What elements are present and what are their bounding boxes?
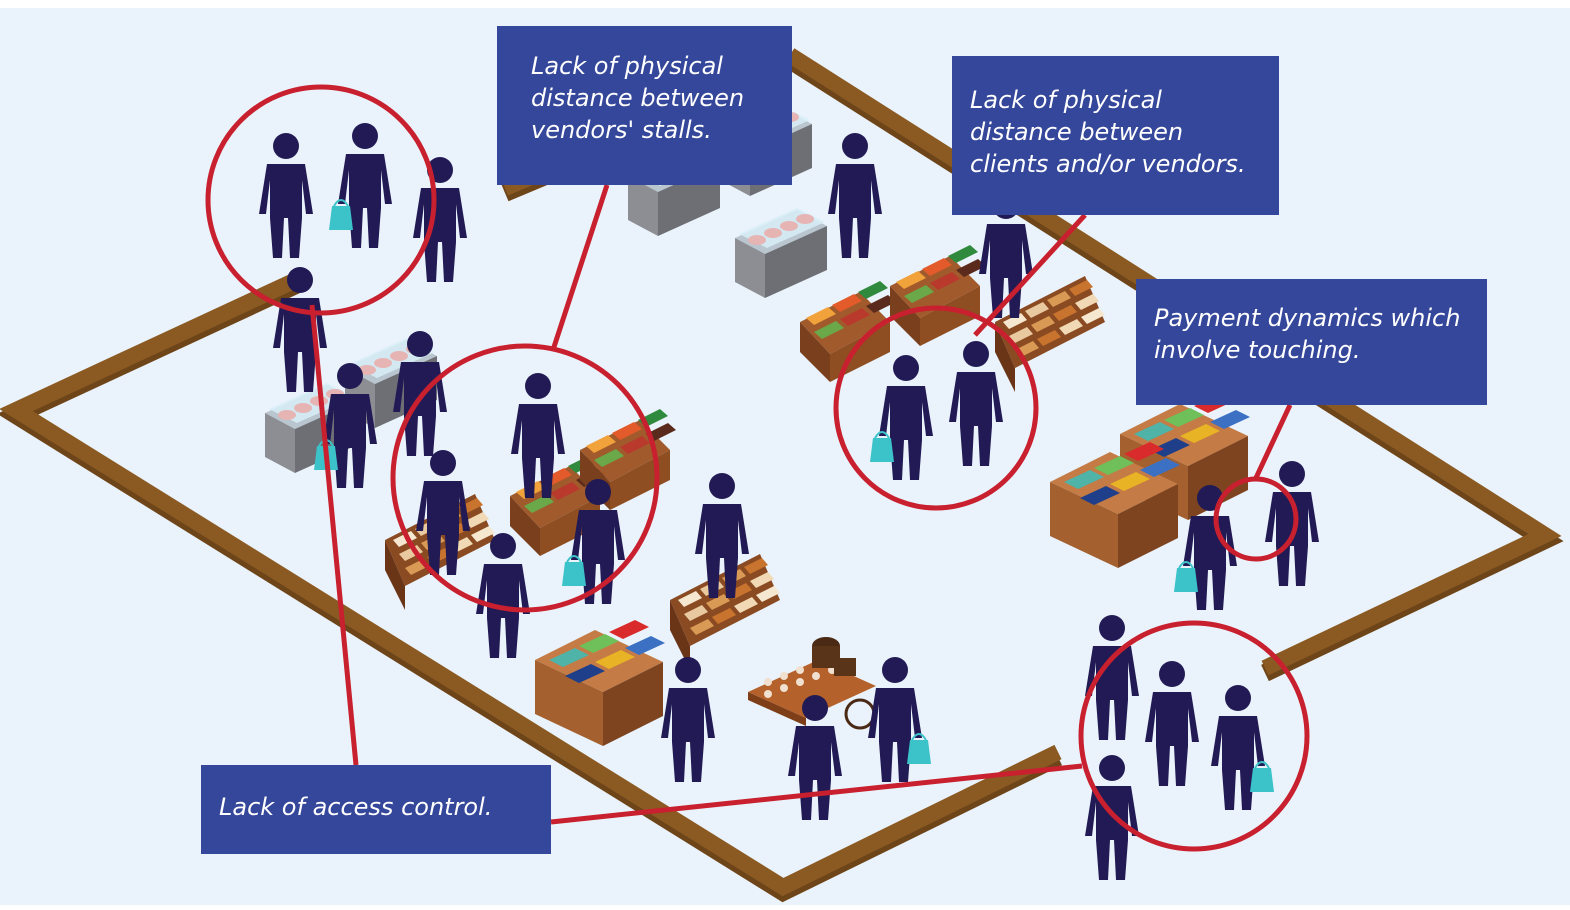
person-icon [1085, 755, 1139, 880]
person-icon [511, 373, 565, 498]
callout-line: involve touching. [1154, 336, 1361, 364]
callout-distance-clients: Lack of physical distance between client… [952, 56, 1279, 215]
callout-line: vendors' stalls. [531, 116, 712, 144]
person-icon [868, 657, 931, 782]
person-icon [1145, 661, 1199, 786]
connector-line [1252, 403, 1293, 482]
callout-distance-stalls: Lack of physical distance between vendor… [497, 26, 792, 185]
connector-line [550, 184, 610, 351]
person-icon [416, 450, 470, 575]
market-fence [0, 48, 1564, 903]
callout-line: Lack of physical [970, 86, 1162, 114]
shopping-bag-icon [1174, 561, 1198, 592]
person-icon [314, 363, 377, 488]
shopping-bag-icon [870, 431, 894, 462]
person-icon [1211, 685, 1274, 810]
shopping-bag-icon [907, 733, 931, 764]
highlight-circle [205, 84, 437, 316]
callout-line: Payment dynamics which [1154, 304, 1461, 332]
callout-access-control: Lack of access control. [201, 765, 551, 854]
person-icon [695, 473, 749, 598]
person-icon [259, 133, 313, 258]
callout-line: distance between [531, 84, 745, 112]
highlight-circle [1213, 476, 1299, 562]
callout-line: distance between [970, 118, 1184, 146]
fence-front-left [0, 272, 1062, 903]
person-icon [476, 533, 530, 658]
connector-line [550, 763, 1083, 825]
shopping-bag-icon [562, 555, 586, 586]
merchandise-table-icon [1050, 442, 1180, 568]
callout-line: clients and/or vendors. [970, 150, 1246, 178]
person-icon [329, 123, 392, 248]
person-icon [661, 657, 715, 782]
refrigerated-display-case-icon [735, 208, 827, 298]
connector-line [309, 304, 359, 766]
callout-line: Lack of access control. [219, 793, 493, 821]
person-icon [870, 355, 933, 480]
shopping-bag-icon [329, 199, 353, 230]
person-icon [949, 341, 1003, 466]
shopping-bag-icon [1250, 761, 1274, 792]
shelf-stall-icon [995, 276, 1105, 392]
merchandise-table-icon [535, 620, 665, 746]
highlight-circle [833, 305, 1039, 511]
produce-stall-icon [890, 245, 986, 346]
fence-right [785, 48, 1564, 682]
person-icon [828, 133, 882, 258]
callout-line: Lack of physical [531, 52, 723, 80]
highlight-circle [1078, 620, 1310, 852]
highlight-circle [390, 343, 660, 613]
callout-payment: Payment dynamics which involve touching. [1136, 279, 1487, 405]
person-icon [1085, 615, 1139, 740]
connector-line [973, 213, 1087, 337]
